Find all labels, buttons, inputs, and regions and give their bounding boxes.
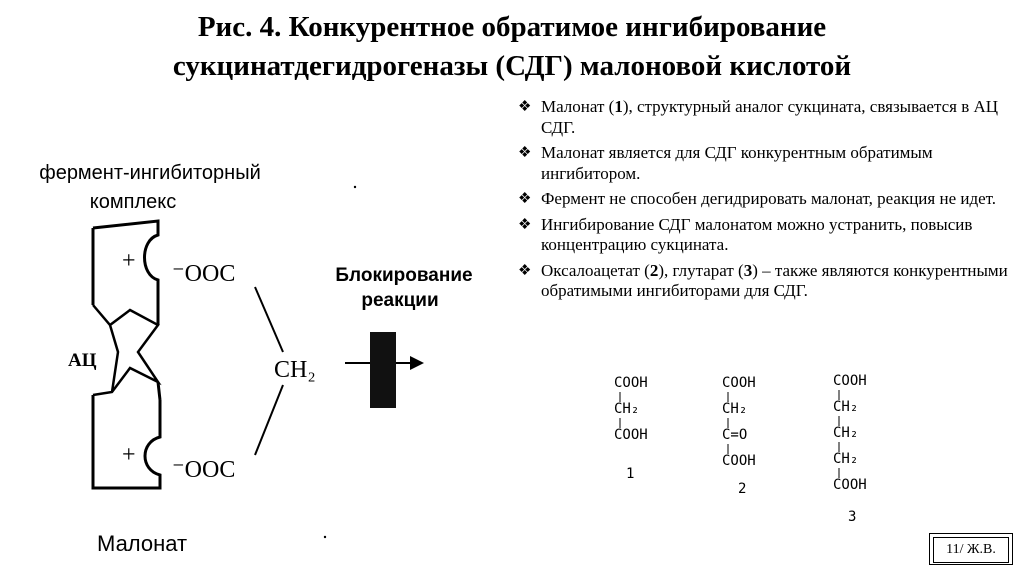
bullet-text: Ингибирование СДГ малонатом можно устран… [541, 214, 973, 255]
bullet-list: ❖ Малонат (1), структурный аналог сукцин… [515, 97, 1010, 307]
slide-number: 11/ Ж.В. [933, 537, 1009, 563]
bullet-item: ❖ Фермент не способен дегидрировать мало… [515, 189, 1010, 210]
bond-line [254, 384, 284, 456]
active-site-chevron [92, 304, 162, 397]
structure-line: COOH [614, 375, 648, 391]
bullet-text: ), глутарат ( [658, 260, 744, 280]
structure-3: COOH CH₂ CH₂ CH₂ COOH 3 [833, 373, 867, 525]
bullet-item: ❖ Оксалоацетат (2), глутарат (3) – также… [515, 261, 1010, 302]
structure-2: COOH CH₂ C=O COOH 2 [722, 375, 756, 497]
structure-number: 1 [626, 466, 634, 482]
structure-line: CH₂ [614, 401, 639, 417]
diamond-bullet-icon: ❖ [518, 191, 532, 207]
diamond-bullet-icon: ❖ [518, 216, 532, 233]
active-site-label: АЦ [68, 350, 97, 371]
plus-sign-top: + [122, 248, 136, 274]
bullet-item: ❖ Малонат (1), структурный аналог сукцин… [515, 97, 1010, 138]
structure-line: COOH [722, 453, 756, 469]
structure-line: C=O [722, 427, 747, 443]
bullet-item: ❖ Ингибирование СДГ малонатом можно устр… [515, 215, 1010, 256]
block-label-line-2: реакции [361, 290, 438, 311]
structure-line: COOH [833, 373, 867, 389]
bond-line [254, 286, 284, 353]
diamond-bullet-icon: ❖ [518, 99, 532, 115]
ch2-group: CH₂ [274, 357, 316, 383]
structure-line: CH₂ [833, 451, 858, 467]
block-bar [370, 332, 396, 408]
bullet-text: Фермент не способен дегидрировать малона… [541, 189, 997, 208]
structure-1: COOH CH₂ COOH 1 [614, 375, 648, 482]
stray-dot [353, 185, 357, 189]
complex-label-line-1: фермент-ингибиторный [39, 162, 261, 184]
diamond-bullet-icon: ❖ [518, 145, 532, 161]
structure-line: COOH [833, 477, 867, 493]
structure-number: 2 [738, 481, 746, 497]
block-label-line-1: Блокирование [335, 265, 472, 286]
compound-number: 2 [649, 260, 659, 280]
slide-number-box: 11/ Ж.В. [929, 533, 1013, 565]
title-line-2: сукцинатдегидрогеназы (СДГ) малоновой ки… [172, 50, 852, 82]
slide-title: Рис. 4. Конкурентное обратимое ингибиров… [0, 8, 1024, 86]
structure-line: CH₂ [722, 401, 747, 417]
complex-label-line-2: комплекс [90, 191, 176, 213]
compound-number: 1 [614, 97, 623, 116]
bullet-item: ❖ Малонат является для СДГ конкурентным … [515, 143, 1010, 184]
structure-line: CH₂ [833, 425, 858, 441]
enzyme-outline [91, 219, 162, 490]
bullet-text: Малонат является для СДГ конкурентным об… [541, 143, 933, 183]
bullet-text: ) – также являются конкурентными обратим… [541, 260, 1008, 301]
title-line-1: Рис. 4. Конкурентное обратимое ингибиров… [197, 11, 827, 43]
enzyme-outline-joint [156, 303, 162, 401]
arrow-head-icon [410, 356, 424, 370]
plus-sign-bottom: + [122, 442, 136, 468]
malonate-label: Малонат [97, 531, 187, 556]
diamond-bullet-icon: ❖ [518, 262, 532, 279]
bullet-text: Малонат ( [541, 97, 615, 116]
structure-line: COOH [722, 375, 756, 391]
structure-line: CH₂ [833, 399, 858, 415]
structure-number: 3 [848, 509, 856, 525]
bullet-text: ), структурный аналог сукцината, связыва… [541, 97, 999, 137]
bullet-text: Оксалоацетат ( [541, 260, 650, 280]
compound-number: 3 [743, 260, 753, 280]
stray-dot [323, 535, 327, 539]
carboxylate-bottom: ⁻OOC [172, 457, 235, 483]
structure-line: COOH [614, 427, 648, 443]
carboxylate-top: ⁻OOC [172, 261, 235, 287]
